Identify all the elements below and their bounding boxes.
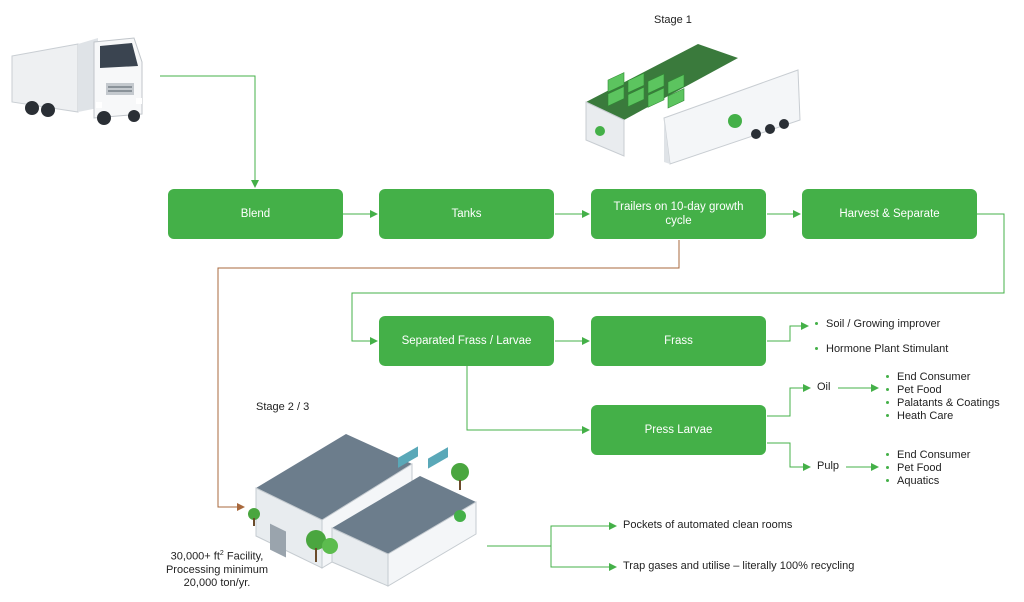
frass-use-item: Hormone Plant Stimulant bbox=[815, 343, 948, 355]
trailers-label: Trailers on 10-day growth cycle bbox=[613, 201, 744, 227]
pulp-label: Pulp bbox=[817, 460, 840, 472]
facility-caption: 30,000+ ft2 Facility, Processing minimum… bbox=[156, 547, 278, 590]
press-larvae-box: Press Larvae bbox=[591, 405, 766, 455]
blend-label: Blend bbox=[240, 208, 271, 220]
separated-frass-larvae-label: Separated Frass / Larvae bbox=[401, 335, 532, 347]
press-larvae-label: Press Larvae bbox=[644, 424, 713, 436]
oil-use-item: Pet Food bbox=[886, 384, 942, 396]
harvest-separate-box: Harvest & Separate bbox=[802, 189, 977, 239]
facility-caption-line3: 20,000 ton/yr. bbox=[183, 576, 251, 589]
arrow-truck-to-blend bbox=[160, 75, 259, 188]
stage-1-label: Stage 1 bbox=[654, 14, 692, 26]
arrow-harvest-to-separated bbox=[351, 213, 1005, 345]
oil-use-item: Palatants & Coatings bbox=[886, 397, 1000, 409]
arrow-trailers-to-facility bbox=[217, 240, 680, 511]
truck-illustration bbox=[11, 37, 143, 125]
arrow-press-to-oil bbox=[767, 384, 811, 417]
facility-feature-trap-gases: Trap gases and utilise – literally 100% … bbox=[623, 560, 855, 572]
harvest-separate-label: Harvest & Separate bbox=[839, 208, 940, 220]
blend-box: Blend bbox=[168, 189, 343, 239]
facility-illustration bbox=[248, 434, 477, 587]
arrow-facility-to-clean-rooms bbox=[487, 522, 617, 547]
trailers-illustration bbox=[585, 44, 801, 165]
facility-caption-line2: Processing minimum bbox=[165, 563, 269, 576]
trailers-box: Trailers on 10-day growth cycle bbox=[591, 189, 766, 239]
facility-feature-clean-rooms: Pockets of automated clean rooms bbox=[623, 519, 793, 531]
arrow-separated-to-press bbox=[466, 366, 590, 434]
arrow-press-to-pulp bbox=[767, 442, 811, 471]
pulp-use-item: Aquatics bbox=[886, 475, 939, 487]
stage-2-3-label: Stage 2 / 3 bbox=[256, 401, 310, 413]
frass-use-item: Soil / Growing improver bbox=[815, 318, 940, 330]
tanks-label: Tanks bbox=[451, 208, 482, 220]
frass-box: Frass bbox=[591, 316, 766, 366]
arrow-frass-to-uses bbox=[767, 322, 809, 342]
arrow-facility-to-trap-gases bbox=[550, 546, 617, 571]
oil-use-item: End Consumer bbox=[886, 371, 970, 383]
oil-label: Oil bbox=[817, 381, 831, 393]
separated-frass-larvae-box: Separated Frass / Larvae bbox=[379, 316, 554, 366]
tanks-box: Tanks bbox=[379, 189, 554, 239]
facility-caption-line1: 30,000+ ft2 Facility, bbox=[170, 550, 264, 563]
frass-label: Frass bbox=[664, 335, 693, 347]
pulp-use-item: End Consumer bbox=[886, 449, 970, 461]
oil-use-item: Heath Care bbox=[886, 410, 953, 422]
pulp-use-item: Pet Food bbox=[886, 462, 942, 474]
